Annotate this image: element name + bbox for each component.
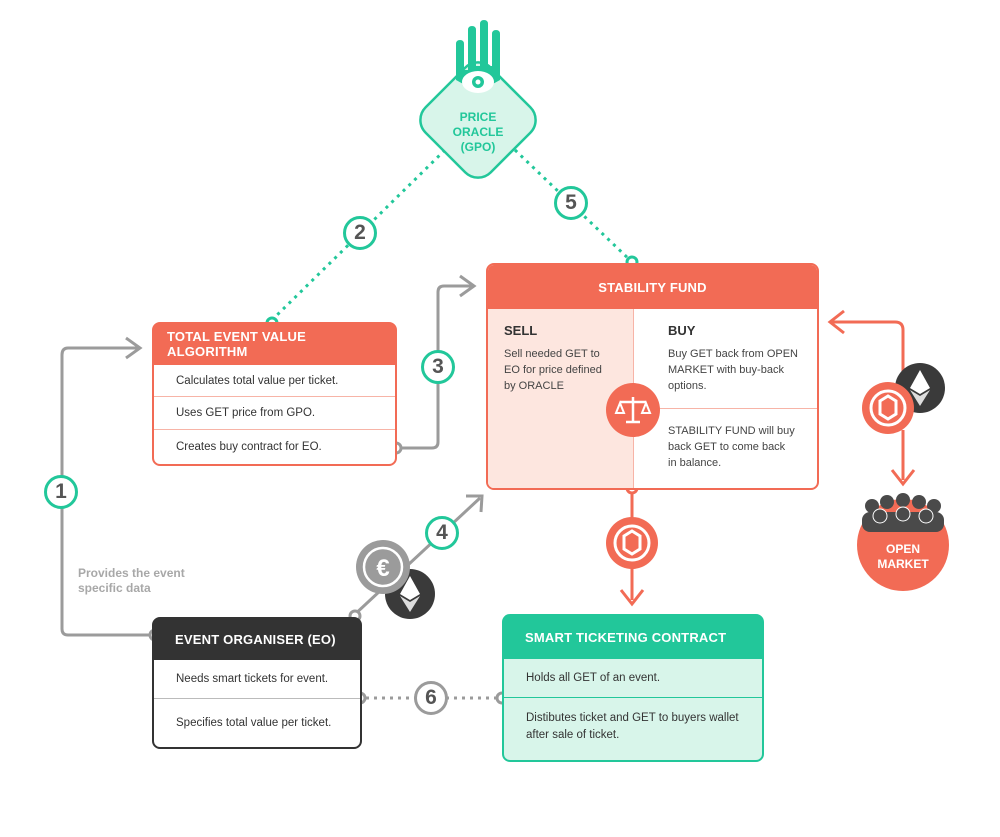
get-token-icon bbox=[862, 382, 914, 434]
buy-note-line: STABILITY FUND will buy bbox=[668, 425, 795, 437]
buy-note-line: back GET to come back bbox=[668, 441, 786, 453]
event-organiser-box: EVENT ORGANISER (EO) Needs smart tickets… bbox=[152, 617, 362, 749]
market-line-2: MARKET bbox=[877, 557, 929, 571]
connector-market-to-stability bbox=[832, 320, 905, 390]
buy-text-line: Buy GET back from OPEN bbox=[668, 348, 799, 360]
algorithm-title: TOTAL EVENT VALUE ALGORITHM bbox=[153, 323, 396, 365]
note-line: Provides the event bbox=[78, 566, 185, 580]
buy-title: BUY bbox=[668, 323, 696, 338]
step-4-badge: 4 bbox=[425, 516, 459, 550]
connector-eo-to-stability bbox=[350, 496, 482, 619]
step-2-badge: 2 bbox=[343, 216, 377, 250]
euro-symbol: € bbox=[376, 555, 389, 582]
price-oracle-label: PRICE ORACLE (GPO) bbox=[440, 110, 516, 155]
oracle-hand-icon bbox=[456, 20, 500, 87]
open-market-label: OPEN MARKET bbox=[860, 542, 946, 572]
sell-text-line: Sell needed GET to bbox=[504, 348, 600, 360]
oracle-eye-icon bbox=[462, 71, 494, 93]
sell-text-line: EO for price defined bbox=[504, 364, 602, 376]
event-organiser-title: EVENT ORGANISER (EO) bbox=[153, 618, 361, 660]
buy-note-line: in balance. bbox=[668, 457, 722, 469]
oracle-line-1: PRICE bbox=[459, 110, 497, 124]
crowd-icon bbox=[862, 493, 944, 532]
smart-ticketing-contract-box: SMART TICKETING CONTRACT Holds all GET o… bbox=[502, 614, 764, 762]
step-3-badge: 3 bbox=[421, 350, 455, 384]
stability-fund-box: STABILITY FUND SELL Sell needed GET to E… bbox=[486, 263, 819, 490]
oracle-line-3: (GPO) bbox=[460, 140, 496, 154]
euro-coin-icon: € bbox=[356, 540, 410, 594]
algorithm-row: Calculates total value per ticket. bbox=[154, 365, 395, 397]
smart-ticketing-title: SMART TICKETING CONTRACT bbox=[503, 615, 763, 659]
scales-icon bbox=[606, 383, 660, 437]
step-5-badge: 5 bbox=[554, 186, 588, 220]
buy-text-line: MARKET with buy-back bbox=[668, 364, 784, 376]
provides-data-note: Provides the event specific data bbox=[78, 566, 185, 596]
get-token-icon bbox=[606, 517, 658, 569]
price-oracle-node bbox=[419, 20, 537, 179]
stability-fund-title: STABILITY FUND bbox=[488, 265, 817, 309]
stability-buy-panel: BUY Buy GET back from OPEN MARKET with b… bbox=[634, 309, 817, 409]
market-line-1: OPEN bbox=[885, 542, 920, 556]
smart-ticketing-row-line: after sale of ticket. bbox=[526, 729, 620, 741]
algorithm-row: Uses GET price from GPO. bbox=[154, 397, 395, 430]
total-event-value-algorithm-box: TOTAL EVENT VALUE ALGORITHM Calculates t… bbox=[152, 322, 397, 466]
event-organiser-row: Needs smart tickets for event. bbox=[154, 660, 360, 699]
oracle-line-2: ORACLE bbox=[452, 125, 504, 139]
algorithm-row: Creates buy contract for EO. bbox=[176, 440, 322, 453]
stability-buy-note: STABILITY FUND will buy back GET to come… bbox=[634, 423, 817, 471]
event-organiser-row: Specifies total value per ticket. bbox=[176, 716, 332, 729]
smart-ticketing-row-line: Distibutes ticket and GET to buyers wall… bbox=[526, 712, 739, 724]
step-1-badge: 1 bbox=[44, 475, 78, 509]
step-6-badge: 6 bbox=[414, 681, 448, 715]
note-line: specific data bbox=[78, 581, 151, 595]
smart-ticketing-row: Distibutes ticket and GET to buyers wall… bbox=[504, 698, 762, 744]
smart-ticketing-row: Holds all GET of an event. bbox=[504, 659, 762, 698]
sell-text-line: by ORACLE bbox=[504, 380, 564, 392]
buy-text-line: options. bbox=[668, 380, 707, 392]
sell-title: SELL bbox=[504, 323, 538, 338]
